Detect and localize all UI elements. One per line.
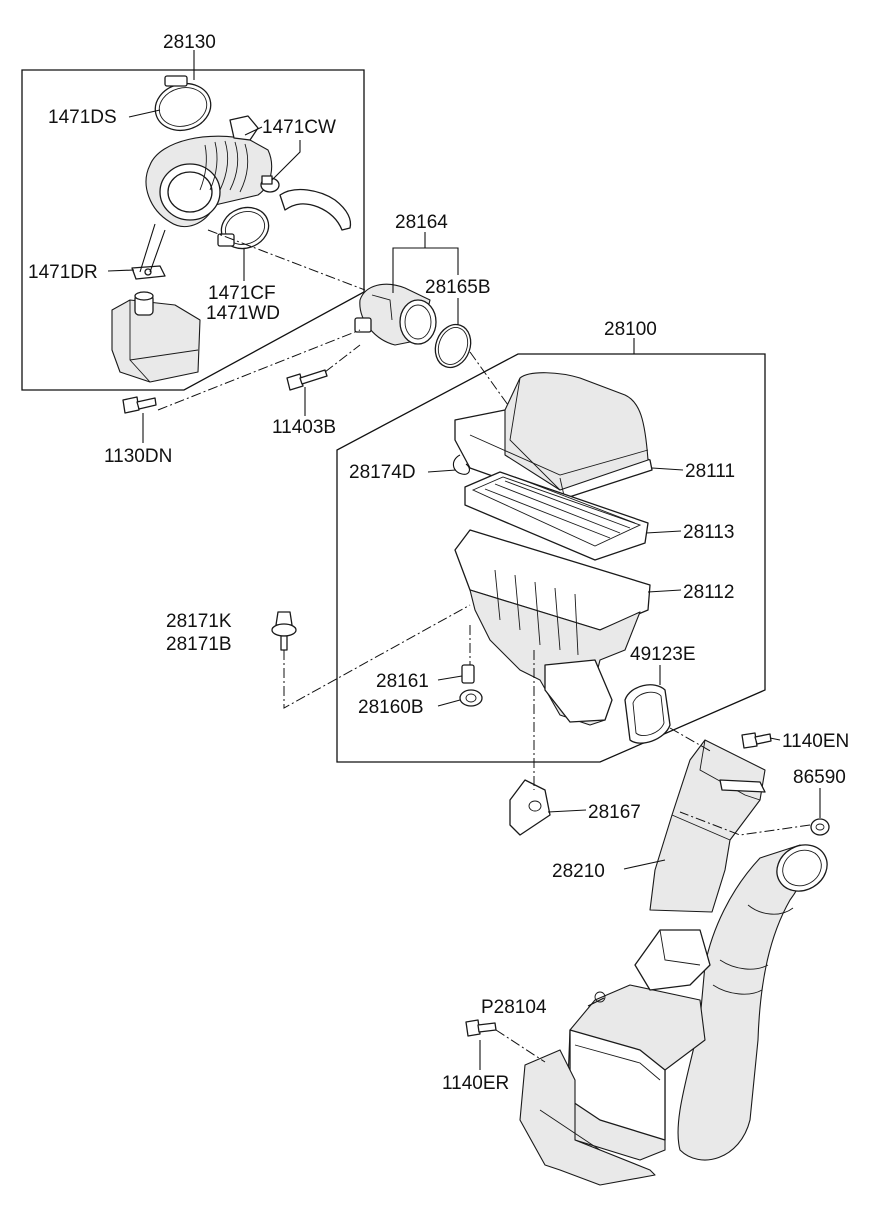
clip-1471dr	[131, 265, 166, 280]
centerline-bolt-28171	[283, 604, 471, 709]
label-28161: 28161	[376, 671, 429, 692]
leader-28167	[547, 809, 587, 813]
centerline-gasket-to-duct	[669, 727, 713, 753]
air-cleaner-case-28112	[454, 529, 651, 726]
leader-28164	[392, 247, 459, 275]
leader-28174d	[427, 469, 457, 473]
air-duct-28210	[649, 739, 766, 913]
bolt-1130dn	[122, 396, 157, 414]
centerline-clip-86590	[679, 811, 811, 836]
centerline-hose-to-sensor	[207, 229, 366, 291]
centerline-bolt-11403b	[324, 344, 361, 373]
leader-28113	[645, 530, 682, 534]
label-28113: 28113	[683, 522, 734, 543]
label-1471wd: 1471WD	[206, 303, 280, 324]
assembly-box-28100	[336, 353, 766, 763]
leader-28111	[651, 467, 684, 471]
leader-28160b	[437, 699, 461, 707]
leader-1471cw	[244, 126, 263, 136]
centerline-bolt-1140er	[495, 1029, 546, 1063]
label-28171b: 28171B	[166, 634, 232, 655]
gasket-28165b	[434, 323, 472, 369]
clip-28174d	[452, 454, 471, 475]
label-28165b: 28165B	[425, 277, 491, 298]
label-11403b: 11403B	[272, 417, 336, 438]
leader-28210	[623, 859, 666, 870]
gasket-49123e	[624, 684, 671, 744]
label-p28104: P28104	[481, 997, 547, 1018]
resonator-duct-p28104	[519, 844, 828, 1186]
leader-1140en	[769, 737, 781, 741]
label-1471ds: 1471DS	[48, 107, 117, 128]
label-28160b: 28160B	[358, 697, 424, 718]
bolt-11403b	[286, 369, 328, 391]
collar-28161	[461, 664, 475, 684]
label-28174d: 28174D	[349, 462, 416, 483]
bolt-28171k	[271, 611, 297, 651]
leader-28161	[437, 675, 463, 681]
label-28167: 28167	[588, 802, 641, 823]
label-28164: 28164	[395, 212, 448, 233]
label-86590: 86590	[793, 767, 846, 788]
air-cleaner-cover-28111	[454, 372, 653, 501]
label-28111: 28111	[685, 461, 735, 482]
clip-86590	[810, 818, 830, 836]
air-filter-element-28113	[464, 471, 649, 561]
clamp-1471cw	[260, 175, 280, 193]
label-28130: 28130	[163, 32, 216, 53]
bracket-28167	[509, 779, 551, 836]
label-28100: 28100	[604, 319, 657, 340]
leader-1471cw-2	[271, 140, 301, 181]
bolt-1140er	[465, 1019, 497, 1037]
label-1130dn: 1130DN	[104, 446, 172, 467]
label-1471dr: 1471DR	[28, 262, 98, 283]
centerline-bolt-1130dn	[157, 329, 361, 411]
label-28112: 28112	[683, 582, 734, 603]
hose-clamp-1471ds	[154, 75, 212, 132]
hose-clamp-1471cf	[217, 206, 270, 250]
label-1140en: 1140EN	[782, 731, 849, 752]
bolt-1140en	[741, 732, 772, 749]
assembly-box-28130	[21, 69, 365, 391]
resonator	[111, 291, 201, 383]
centerline-sensor-to-cover	[469, 351, 509, 406]
label-28171k: 28171K	[166, 611, 232, 632]
leader-p28104	[587, 997, 605, 1007]
label-1471cw: 1471CW	[262, 117, 336, 138]
intake-hose-28130	[145, 115, 273, 227]
leader-28112	[647, 589, 682, 593]
breather-tube	[279, 188, 352, 231]
label-49123e: 49123E	[630, 644, 696, 665]
leader-1471ds	[128, 109, 161, 118]
label-1140er: 1140ER	[442, 1073, 509, 1094]
leader-1471dr	[107, 269, 135, 272]
label-1471cf: 1471CF	[208, 283, 276, 304]
label-28210: 28210	[552, 861, 605, 882]
insulator-28160b	[459, 689, 483, 707]
air-flow-sensor-28164	[354, 283, 437, 346]
